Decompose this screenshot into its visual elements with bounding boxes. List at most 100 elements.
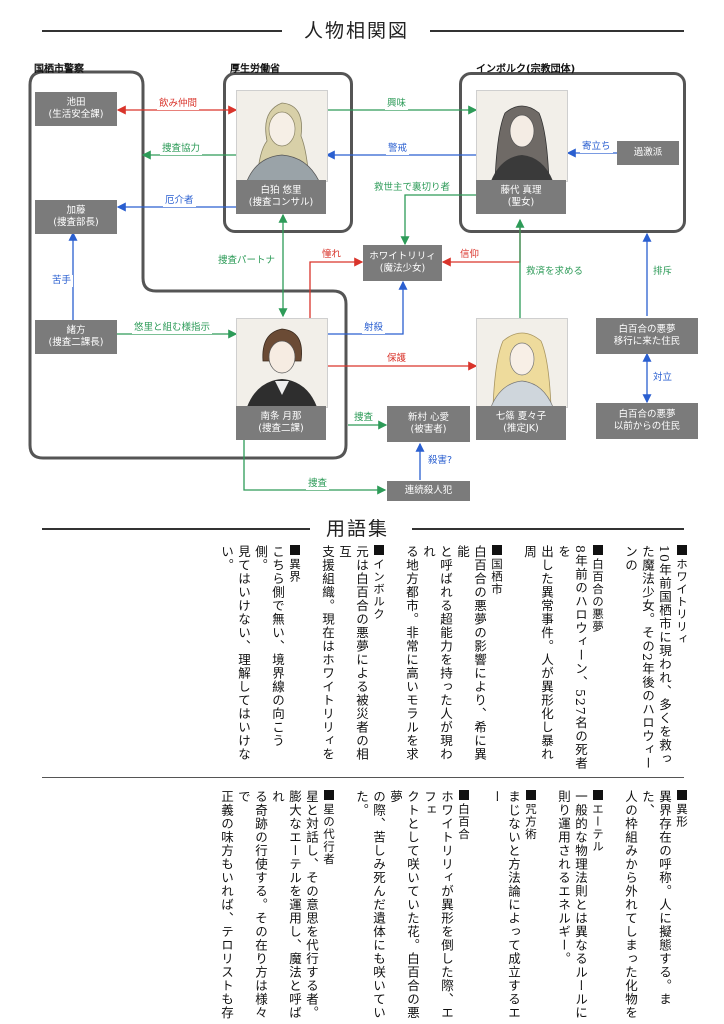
node-old-residents[interactable]: 白百合の悪夢 以前からの住民 [596, 403, 698, 439]
glossary-line: 一般的な物理法則とは異なるルールに [573, 790, 588, 1020]
shirasagi-illustration [246, 102, 320, 181]
fujishiro-illustration [491, 105, 553, 181]
glossary-entry: エーテル一般的な物理法則とは異なるルールに則り運用されるエネルギー。 [555, 790, 606, 1022]
node-kato-role: (捜査部長) [53, 217, 99, 228]
glossary-title: 用語集 [320, 514, 396, 541]
bullet-square-icon [290, 545, 300, 555]
glossary-term: 咒方術 [522, 790, 539, 1022]
node-niimura[interactable]: 新村 心愛 (被害者) [387, 406, 470, 442]
glossary-line: 膨大なエーテルを運用し、魔法と呼ばれ [270, 790, 302, 1020]
glossary-line: 元は白百合の悪夢による被災者の相互 [337, 545, 369, 761]
edge-shinko [441, 222, 521, 267]
bullet-square-icon [324, 790, 334, 800]
glossary-line: こちら側で無い、境界線の向こう側。 [253, 545, 285, 748]
node-shirasagi-name: 白狛 悠里 [260, 185, 302, 196]
label-kyomi: 興味 [385, 98, 409, 110]
glossary-entry: インボルク元は白百合の悪夢による被災者の相互支援組織。現在はホワイトリリィを信仰… [319, 545, 387, 773]
glossary-term-text: 星の代行者 [322, 803, 336, 866]
label-shinko: 信仰 [458, 249, 482, 261]
glossary-term: インボルク [370, 545, 387, 773]
glossary-entry: 異形異界存在の呼称。人に擬態する。また、人の枠組みから外れてしまった化物を表す言… [622, 790, 690, 1022]
glossary-entry: 異界こちら側で無い、境界線の向こう側。見てはいけない、理解してはいけない。だが彼… [218, 545, 303, 773]
glossary-term-text: 異形 [675, 803, 689, 828]
node-fujishiro-role: (聖女) [507, 197, 535, 208]
glossary-line: 8年前のハロウィーン、527名の死者を [556, 545, 588, 770]
node-serial-killer[interactable]: 連続殺人犯 [387, 481, 470, 501]
glossary-term-text: 異界 [288, 558, 302, 583]
edge-shasatsu [327, 280, 408, 335]
node-nanjo[interactable]: 南条 月那 (捜査二課) [236, 406, 326, 440]
glossary-line: る地方都市。非常に高いモラルを求めた [404, 545, 419, 761]
node-ogata-name: 緒方 [66, 325, 86, 336]
edge-akogare [309, 257, 364, 318]
edge-sousa2 [243, 440, 387, 495]
glossary-term-text: インボルク [372, 558, 386, 621]
node-niimura-role: (被害者) [410, 424, 447, 435]
node-nanjo-role: (捜査二課) [258, 423, 304, 434]
node-ikeda[interactable]: 池田 (生活安全課) [35, 92, 117, 126]
glossary-term: 白百合の悪夢 [589, 545, 606, 773]
label-satsugai: 殺害? [426, 455, 455, 467]
label-kumu: 悠里と組む様指示 [132, 322, 213, 334]
node-fujishiro[interactable]: 藤代 真理 (聖女) [476, 180, 566, 214]
glossary-entry: 国栖市白百合の悪夢の影響により、希に異能と呼ばれる超能力を持った人が現われる地方… [403, 545, 505, 773]
label-sousa2: 捜査 [306, 478, 330, 490]
label-yakkai: 厄介者 [163, 195, 196, 207]
label-hogo: 保護 [385, 353, 409, 365]
portrait-shirasagi[interactable] [236, 90, 328, 182]
label-sousa-kyoryoku: 捜査協力 [160, 143, 203, 155]
glossary-line: の際、苦しみ死んだ遺体にも咲いていた。 [354, 790, 386, 1020]
glossary-term: 国栖市 [488, 545, 505, 773]
node-fujishiro-name: 藤代 真理 [500, 185, 542, 196]
label-kyusai: 救済を求める [524, 266, 586, 278]
node-white-lily[interactable]: ホワイトリリィ (魔法少女) [363, 245, 442, 281]
node-shirasagi[interactable]: 白狛 悠里 (捜査コンサル) [236, 180, 326, 214]
title-rule-right [430, 30, 684, 32]
glossary-term: 異形 [673, 790, 690, 1022]
police-group-label: 国栖市警察 [34, 64, 84, 75]
bullet-square-icon [374, 545, 384, 555]
node-white-lily-role: (魔法少女) [379, 263, 426, 274]
glossary-line: ホワイトリリィが異形を倒した際、エフェ [422, 790, 454, 1020]
glossary-rule-right [412, 528, 684, 530]
glossary-term: エーテル [589, 790, 606, 1022]
node-old-residents-l1: 白百合の悪夢 [618, 409, 676, 420]
glossary-divider [42, 777, 684, 778]
label-sousa-partner: 捜査パートナ [216, 255, 278, 267]
police-group-outline [28, 70, 348, 460]
glossary-line: 白百合の悪夢の影響により、希に異能 [455, 545, 487, 761]
title-rule-left [42, 30, 282, 32]
label-sousa1: 捜査 [352, 412, 376, 424]
node-kato[interactable]: 加藤 (捜査部長) [35, 200, 117, 234]
node-new-residents[interactable]: 白百合の悪夢 移行に来た住民 [596, 318, 698, 354]
glossary-line: クトとして咲いていた花。白百合の悪夢 [388, 790, 420, 1020]
label-yorudachi: 寄立ち [580, 141, 613, 153]
edge-kyuseishu [400, 194, 476, 246]
glossary-line: 則り運用されるエネルギー。 [556, 790, 571, 966]
diagram-title: 人物相関図 [298, 16, 416, 43]
glossary-line: 10年前国栖市に現われ、多くを救っ [657, 545, 672, 766]
bullet-square-icon [677, 545, 687, 555]
node-nanase-name: 七篠 夏々子 [495, 411, 547, 422]
inbolc-group-box [459, 72, 686, 233]
glossary-rule-left [42, 528, 310, 530]
node-nanase[interactable]: 七篠 夏々子 (推定JK) [476, 406, 566, 440]
node-shirasagi-role: (捜査コンサル) [248, 197, 314, 208]
node-serial-killer-name: 連続殺人犯 [404, 485, 453, 496]
glossary-line: る奇跡の行使する。その在り方は様々で [236, 790, 268, 1020]
glossary-line: と呼ばれる超能力を持った人が現われ [421, 545, 453, 761]
glossary-term-text: 国栖市 [490, 558, 504, 596]
relationship-edges [68, 105, 652, 495]
node-ogata[interactable]: 緒方 (捜査二課長) [35, 320, 117, 354]
glossary-term: 白百合 [455, 790, 472, 1022]
portrait-fujishiro[interactable] [476, 90, 568, 182]
portrait-nanase[interactable] [476, 318, 568, 408]
glossary-term: 星の代行者 [320, 790, 337, 1022]
node-kagekiha[interactable]: 過激派 [617, 141, 679, 165]
glossary-entry: 咒方術まじないと方法論によって成立するエーテルを利用した技法。 [488, 790, 539, 1022]
portrait-nanjo[interactable] [236, 318, 328, 408]
bullet-square-icon [459, 790, 469, 800]
ministry-group-label: 厚生労働省 [230, 64, 280, 75]
label-kyuseishu: 救世主で裏切り者 [372, 182, 453, 194]
